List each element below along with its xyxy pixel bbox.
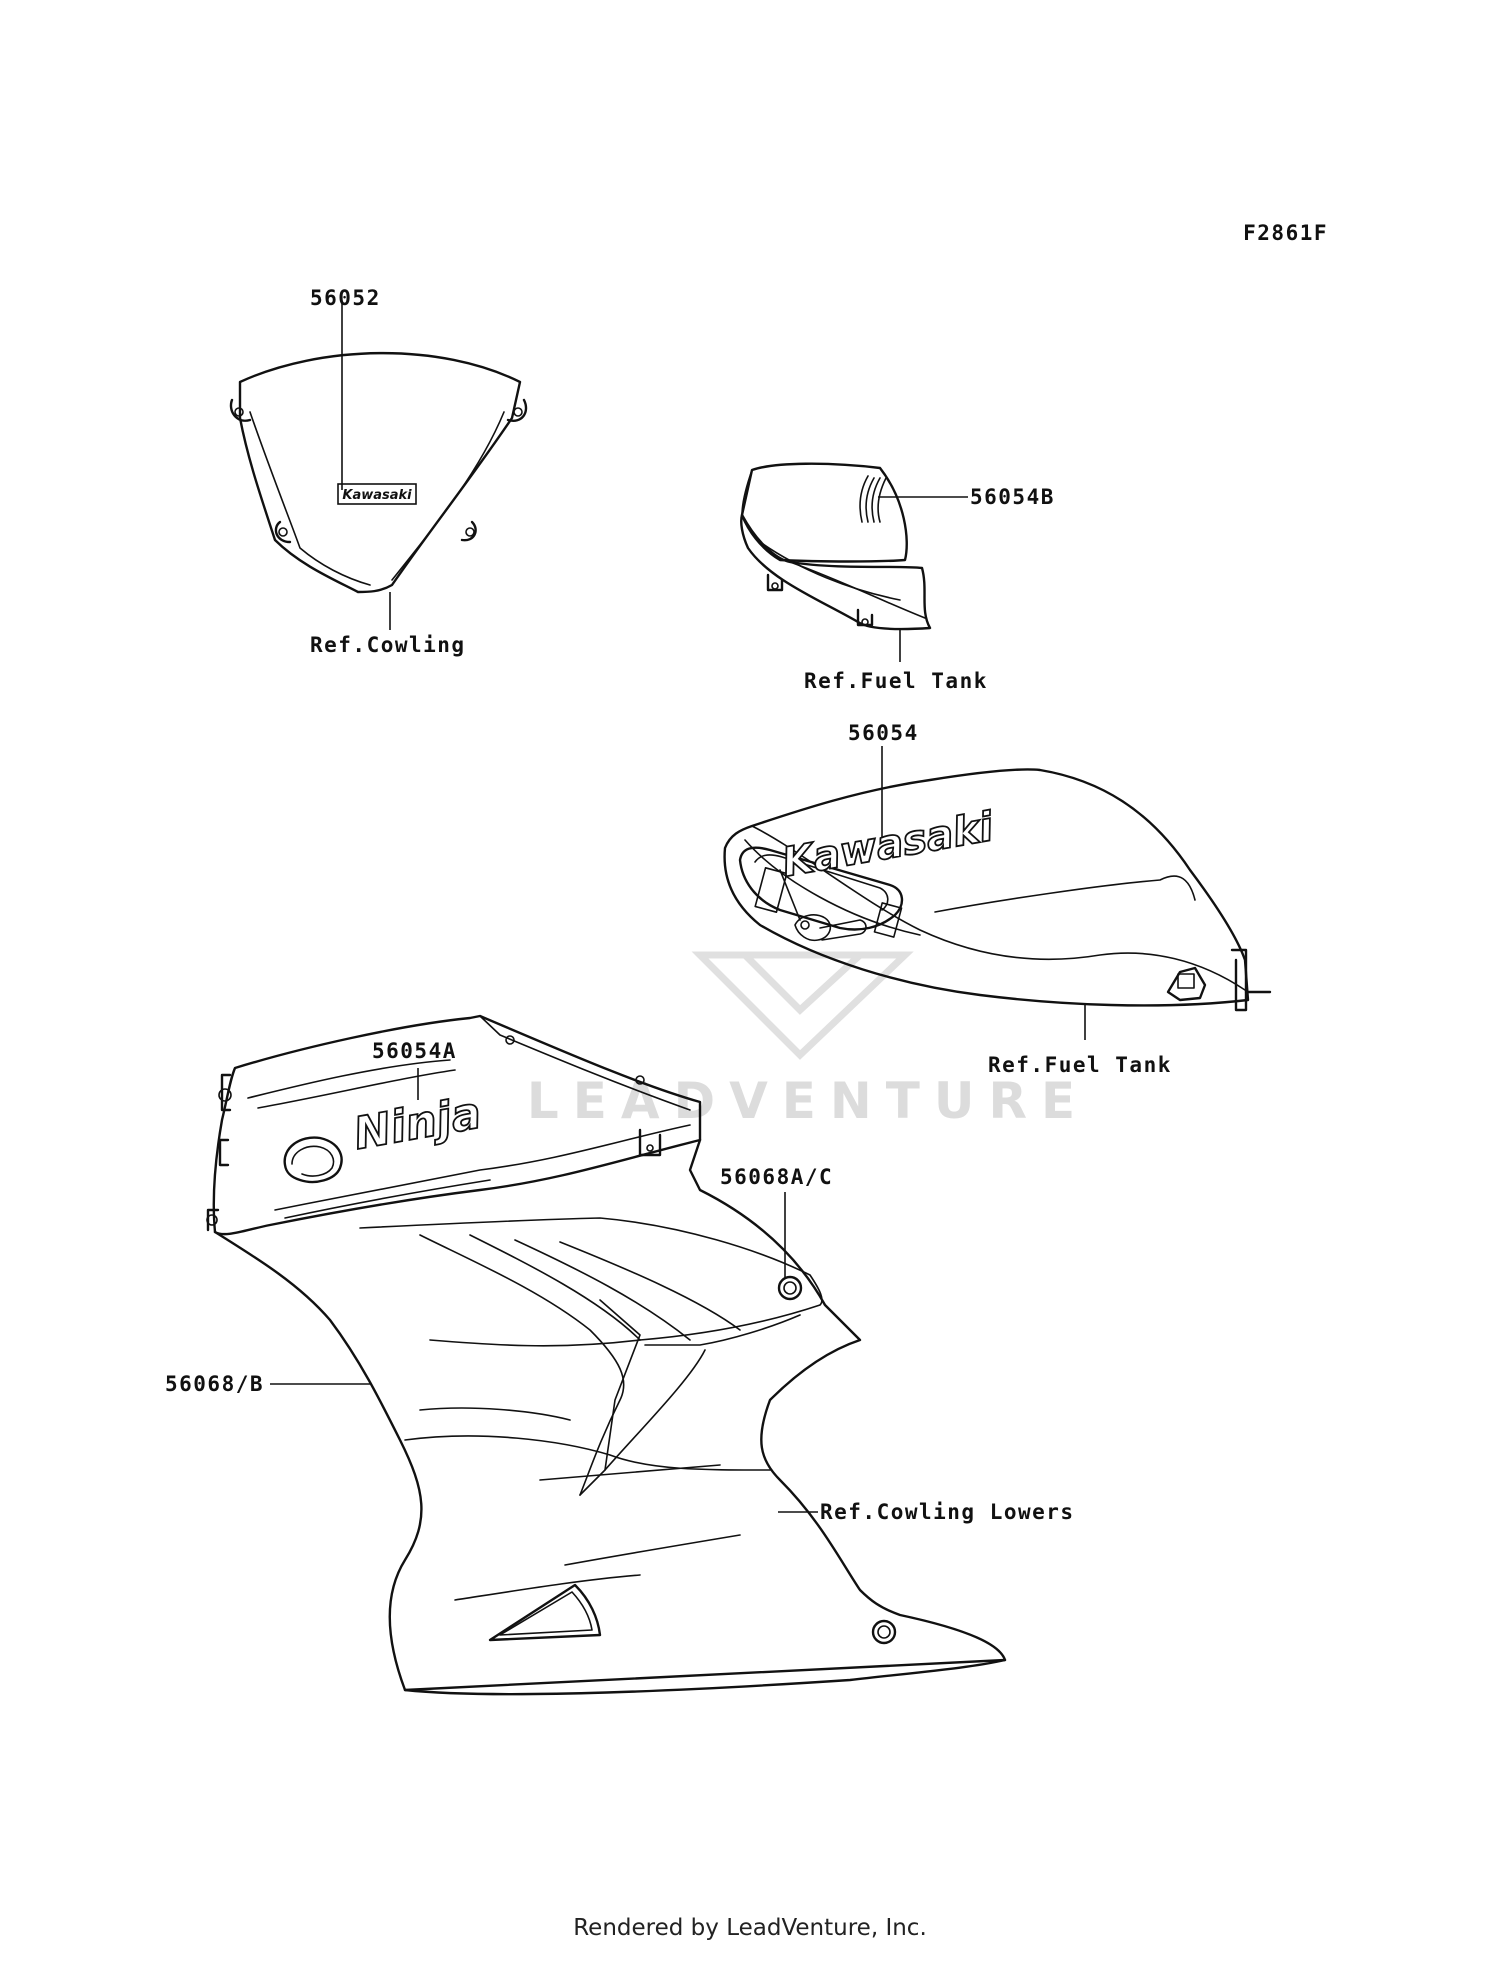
watermark-text: LEADVENTURE	[527, 1072, 1089, 1130]
fuel-tank-part: Kawasaki	[723, 768, 1272, 1012]
figure-code: F2861F	[1243, 221, 1328, 245]
windshield-kawasaki-decal	[337, 483, 417, 505]
footer-credit: Rendered by LeadVenture, Inc.	[573, 1915, 927, 1941]
part-number-56068-B: 56068/B	[165, 1372, 264, 1396]
kawasaki-logo-small: Kawasaki	[342, 488, 412, 503]
leadventure-watermark: LEADVENTURE	[527, 951, 1089, 1130]
part-number-56052: 56052	[310, 286, 381, 310]
tank-side-part	[740, 462, 932, 631]
part-number-56054B: 56054B	[970, 485, 1055, 509]
part-number-56054: 56054	[848, 721, 919, 745]
kawasaki-logo-large: Kawasaki	[779, 804, 998, 887]
ref-fuel-tank-upper-label: Ref.Fuel Tank	[804, 669, 988, 693]
ref-fuel-tank-lower-label: Ref.Fuel Tank	[988, 1053, 1172, 1077]
ref-cowling-label: Ref.Cowling	[310, 633, 466, 657]
part-number-56068A-C: 56068A/C	[720, 1165, 833, 1189]
windshield-part: Kawasaki	[229, 351, 528, 594]
ref-cowling-lowers-label: Ref.Cowling Lowers	[820, 1500, 1075, 1524]
part-number-56054A: 56054A	[372, 1039, 457, 1063]
